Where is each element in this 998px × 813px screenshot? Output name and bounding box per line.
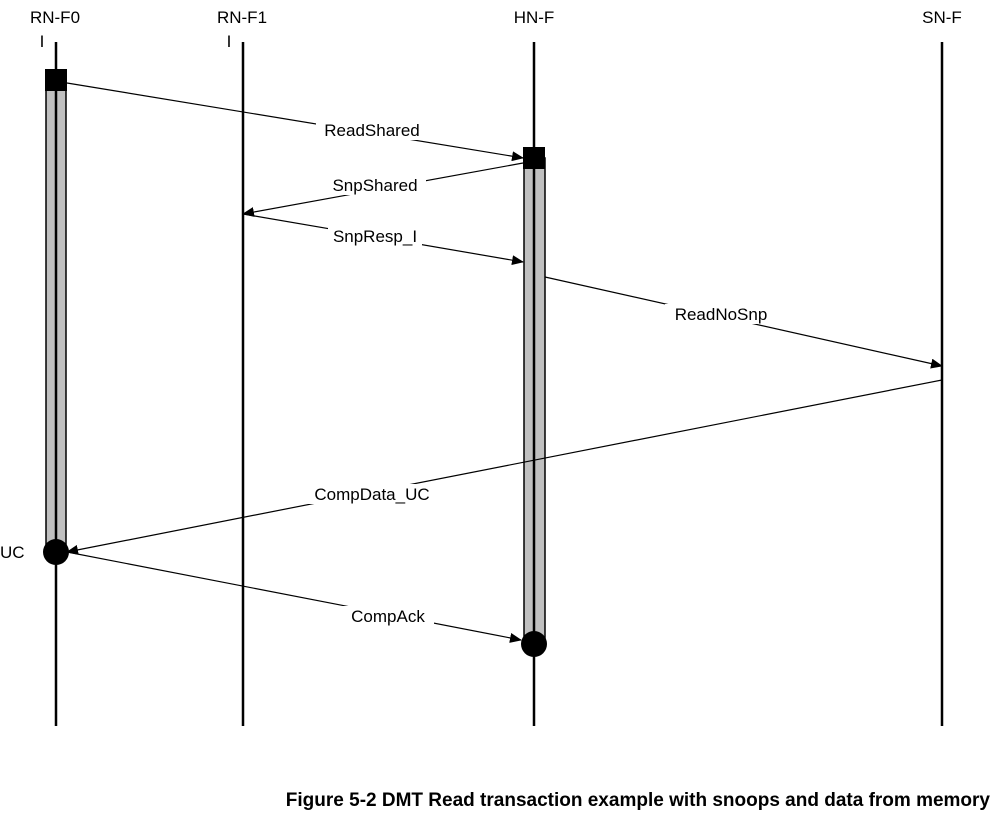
end-marker-rnf0 [43, 539, 69, 565]
message-label-readnosnp: ReadNoSnp [675, 305, 768, 324]
message-label-snpshared: SnpShared [332, 176, 417, 195]
node-state-rnf0: I [40, 32, 45, 51]
message-arrow-compack [66, 551, 522, 643]
message-label-readshared: ReadShared [324, 121, 419, 140]
label-bg-snpshared [324, 175, 426, 195]
message-arrow-readshared [66, 82, 524, 162]
end-state-label-rnf0: UC [0, 543, 25, 562]
label-bg-compdata-uc [302, 484, 442, 504]
message-label-compdata-uc: CompData_UC [314, 485, 429, 504]
start-marker-hnf [523, 147, 545, 169]
node-state-rnf1: I [227, 32, 232, 51]
start-marker-rnf0 [45, 69, 67, 91]
message-label-compack: CompAck [351, 607, 425, 626]
node-label-rnf0: RN-F0 [30, 8, 80, 27]
label-bg-readnosnp [665, 304, 777, 324]
message-label-snpresp-i: SnpResp_I [333, 227, 417, 246]
label-bg-compack [342, 606, 434, 626]
label-bg-readshared [316, 120, 428, 140]
end-marker-hnf [521, 631, 547, 657]
label-bg-snpresp-i [328, 227, 422, 247]
node-label-snf: SN-F [922, 8, 962, 27]
node-label-rnf1: RN-F1 [217, 8, 267, 27]
node-label-hnf: HN-F [514, 8, 555, 27]
figure-caption: Figure 5-2 DMT Read transaction example … [286, 790, 991, 811]
message-arrow-compdata-uc [66, 379, 943, 555]
